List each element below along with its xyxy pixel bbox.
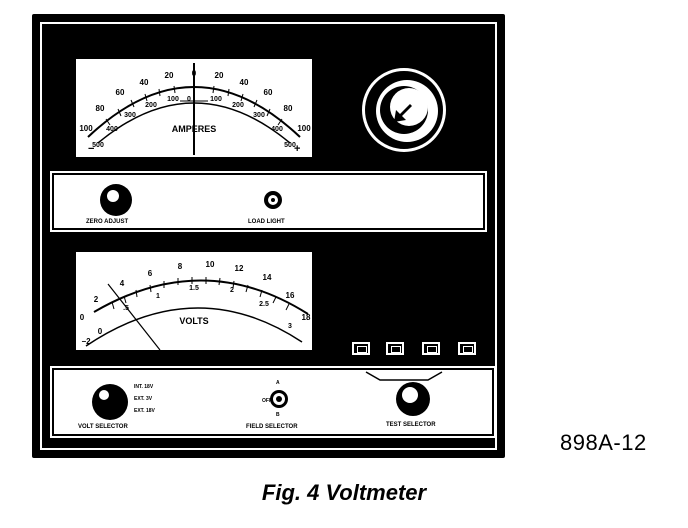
- test-button-4[interactable]: [458, 342, 476, 355]
- test-selector-knob[interactable]: [396, 382, 430, 416]
- amp-outer-label: 80: [284, 104, 293, 113]
- field-off-label: OFF: [262, 398, 272, 404]
- amp-outer-label: 40: [240, 78, 249, 87]
- field-a-label: A: [276, 380, 280, 386]
- volt-outer-label: 2: [94, 295, 99, 304]
- adjust-dial-knob[interactable]: [352, 58, 456, 162]
- volt-outer-label: 14: [263, 273, 272, 282]
- ammeter-dial: 100 80 60 40 20 0 20 40 60 80 100 500 40…: [79, 63, 311, 155]
- plus-sign: +: [294, 143, 300, 155]
- amp-inner-label: 500: [92, 142, 104, 149]
- test-button-1[interactable]: [352, 342, 370, 355]
- volt-selector-knob[interactable]: [92, 384, 128, 420]
- amp-inner-label: 300: [124, 112, 136, 119]
- volts-label: VOLTS: [179, 316, 208, 326]
- test-selector-bracket: [365, 371, 443, 381]
- amp-outer-label: 40: [140, 78, 149, 87]
- volt-inner-label: .5: [123, 305, 129, 312]
- selector-strip: INT. 18V EXT. 3V EXT. 18V VOLT SELECTOR …: [50, 366, 496, 438]
- amp-inner-label: 100: [210, 96, 222, 103]
- test-button-2[interactable]: [386, 342, 404, 355]
- field-selector-switch[interactable]: [270, 390, 288, 408]
- amp-outer-label: 100: [297, 124, 311, 133]
- field-b-label: B: [276, 412, 280, 418]
- panel-frame: [40, 22, 497, 450]
- volt-inner-label: 1.5: [189, 285, 199, 292]
- volt-outer-label: 18: [302, 313, 311, 322]
- volt-left-label: 0: [80, 313, 85, 322]
- volt-selector-label: VOLT SELECTOR: [78, 424, 128, 430]
- amp-outer-label: 20: [215, 71, 224, 80]
- volt-inner-label: 3: [288, 323, 292, 330]
- amp-inner-label: 300: [253, 112, 265, 119]
- volt-inner-label: 2: [230, 287, 234, 294]
- amp-outer-label: 80: [96, 104, 105, 113]
- voltmeter-gauge: 2 4 6 8 10 12 14 16 18 .5 1 1.5 2 2.5 3 …: [74, 250, 314, 352]
- voltmeter-dial: 2 4 6 8 10 12 14 16 18 .5 1 1.5 2 2.5 3 …: [80, 260, 311, 351]
- volt-option-ext3: EXT. 3V: [134, 396, 153, 402]
- volt-outer-label: 6: [148, 269, 153, 278]
- amp-inner-label: 0: [187, 96, 191, 103]
- zero-adjust-strip: ZERO ADJUST LOAD LIGHT: [50, 171, 487, 232]
- zero-adjust-label: ZERO ADJUST: [86, 219, 129, 225]
- test-button-3[interactable]: [422, 342, 440, 355]
- amp-outer-label: 20: [165, 71, 174, 80]
- volt-inner-label: 1: [156, 293, 160, 300]
- amp-inner-label: 500: [284, 142, 296, 149]
- figure-caption: Fig. 4 Voltmeter: [261, 480, 427, 505]
- amp-outer-label: 100: [79, 124, 93, 133]
- figure-code: 898A-12: [560, 430, 647, 455]
- volt-outer-label: 16: [286, 291, 295, 300]
- volt-option-ext18: EXT. 18V: [134, 408, 155, 414]
- amp-outer-label: 60: [116, 88, 125, 97]
- arrow-icon: [394, 104, 412, 122]
- amperes-label: AMPERES: [172, 124, 217, 134]
- volt-inner-label: 2.5: [259, 301, 269, 308]
- amp-inner-label: 100: [167, 96, 179, 103]
- volt-outer-label: 10: [206, 260, 215, 269]
- volt-outer-label: 12: [235, 264, 244, 273]
- ammeter-gauge: 100 80 60 40 20 0 20 40 60 80 100 500 40…: [74, 57, 314, 159]
- amp-inner-label: 400: [271, 126, 283, 133]
- minus-sign: −: [88, 143, 94, 155]
- volt-left-label: 0: [98, 327, 103, 336]
- volt-option-int18: INT. 18V: [134, 384, 154, 390]
- field-selector-label: FIELD SELECTOR: [246, 424, 298, 430]
- volt-left-label: −2: [81, 337, 91, 346]
- volt-outer-label: 4: [120, 279, 125, 288]
- amp-inner-label: 200: [232, 102, 244, 109]
- amp-outer-label: 0: [192, 69, 197, 78]
- load-light-indicator: [264, 191, 282, 209]
- amp-inner-label: 200: [145, 102, 157, 109]
- volt-outer-label: 8: [178, 262, 183, 271]
- amp-outer-label: 60: [264, 88, 273, 97]
- zero-adjust-knob[interactable]: [100, 184, 132, 216]
- amp-inner-label: 400: [106, 126, 118, 133]
- load-light-label: LOAD LIGHT: [248, 219, 285, 225]
- test-selector-label: TEST SELECTOR: [386, 422, 436, 428]
